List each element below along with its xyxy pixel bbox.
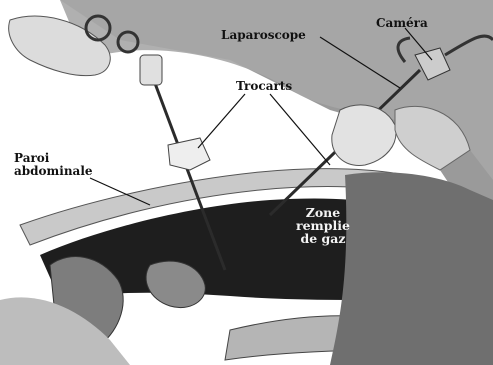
surgical-drape: [330, 172, 493, 365]
instrument-body: [140, 55, 162, 85]
label-zone-line3: de gaz: [296, 232, 350, 245]
label-laparoscope: Laparoscope: [221, 29, 306, 42]
label-zone-remplie-de-gaz: Zone remplie de gaz: [296, 206, 350, 245]
label-camera: Caméra: [376, 17, 428, 30]
right-hand: [332, 105, 396, 165]
label-paroi-line2: abdominale: [14, 165, 93, 178]
label-paroi-abdominale: Paroi abdominale: [14, 152, 93, 178]
leader-trocarts-left: [198, 94, 245, 148]
trocar-left: [168, 138, 210, 170]
label-trocarts: Trocarts: [236, 80, 292, 93]
